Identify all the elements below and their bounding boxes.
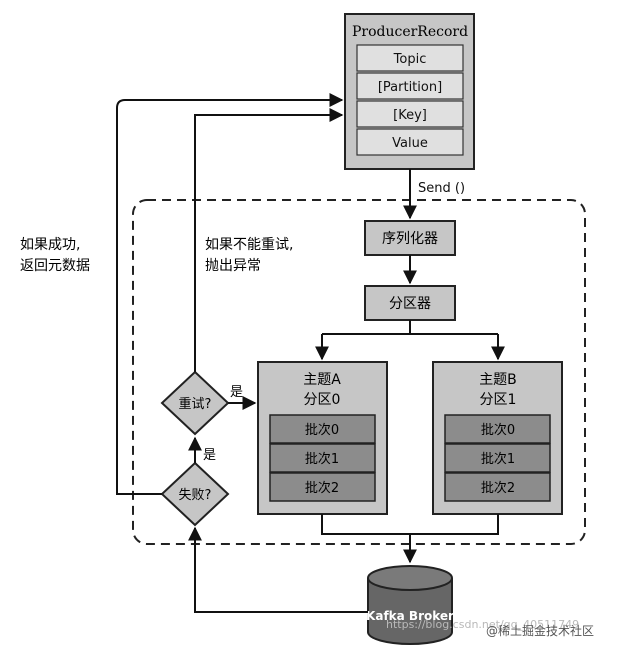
- partition-b-batch-0: 批次0: [481, 422, 515, 438]
- producer-record: ProducerRecord Topic [Partition] [Key] V…: [344, 13, 475, 170]
- serializer-label: 序列化器: [382, 231, 438, 247]
- field-key: [Key]: [393, 108, 427, 123]
- success-note-line-2: 返回元数据: [20, 258, 90, 274]
- watermark-handle: @稀土掘金技术社区: [486, 624, 595, 638]
- send-label: Send (): [418, 181, 465, 196]
- partition-a-batch-2: 批次2: [305, 480, 339, 496]
- fail-yes-label: 是: [203, 448, 216, 463]
- partitioner-label: 分区器: [389, 296, 431, 312]
- field-partition: [Partition]: [378, 80, 442, 95]
- success-note-line-1: 如果成功,: [20, 237, 80, 253]
- no-retry-note-line-1: 如果不能重试,: [205, 237, 293, 253]
- partitioner-to-partitions-connector: [322, 320, 498, 335]
- retry-to-record-arrow: [194, 108, 344, 372]
- field-topic: Topic: [393, 52, 427, 67]
- success-return-arrow: [116, 93, 344, 495]
- partition-b-partition: 分区1: [480, 392, 517, 408]
- partition-a-topic: 主题A: [303, 372, 341, 388]
- fail-diamond: [160, 461, 230, 527]
- field-value: Value: [392, 136, 428, 151]
- partition-a: 主题A 分区0 批次0 批次1 批次2: [257, 361, 388, 515]
- partition-a-batch-1: 批次1: [305, 451, 339, 467]
- partition-a-batch-0: 批次0: [305, 422, 339, 438]
- retry-diamond: [160, 370, 230, 436]
- broker-to-fail-arrow: [188, 526, 368, 613]
- producer-record-title: ProducerRecord: [352, 24, 468, 40]
- serializer-box: [364, 220, 456, 256]
- retry-label: 重试?: [179, 396, 212, 412]
- partition-b-batch-2: 批次2: [481, 480, 515, 496]
- watermark-url: https://blog.csdn.net/qq_40511749: [386, 618, 580, 631]
- retry-yes-label: 是: [230, 385, 243, 400]
- partition-b: 主题B 分区1 批次0 批次1 批次2: [432, 361, 563, 515]
- fail-label: 失败?: [179, 488, 212, 503]
- kafka-broker: Kafka Broker: [366, 565, 454, 645]
- broker-label: Kafka Broker: [366, 609, 454, 623]
- no-retry-note-line-2: 抛出异常: [205, 258, 261, 274]
- partition-b-batch-1: 批次1: [481, 451, 515, 467]
- producer-boundary: [132, 199, 586, 545]
- partition-a-partition: 分区0: [304, 392, 341, 408]
- partition-b-topic: 主题B: [479, 372, 517, 388]
